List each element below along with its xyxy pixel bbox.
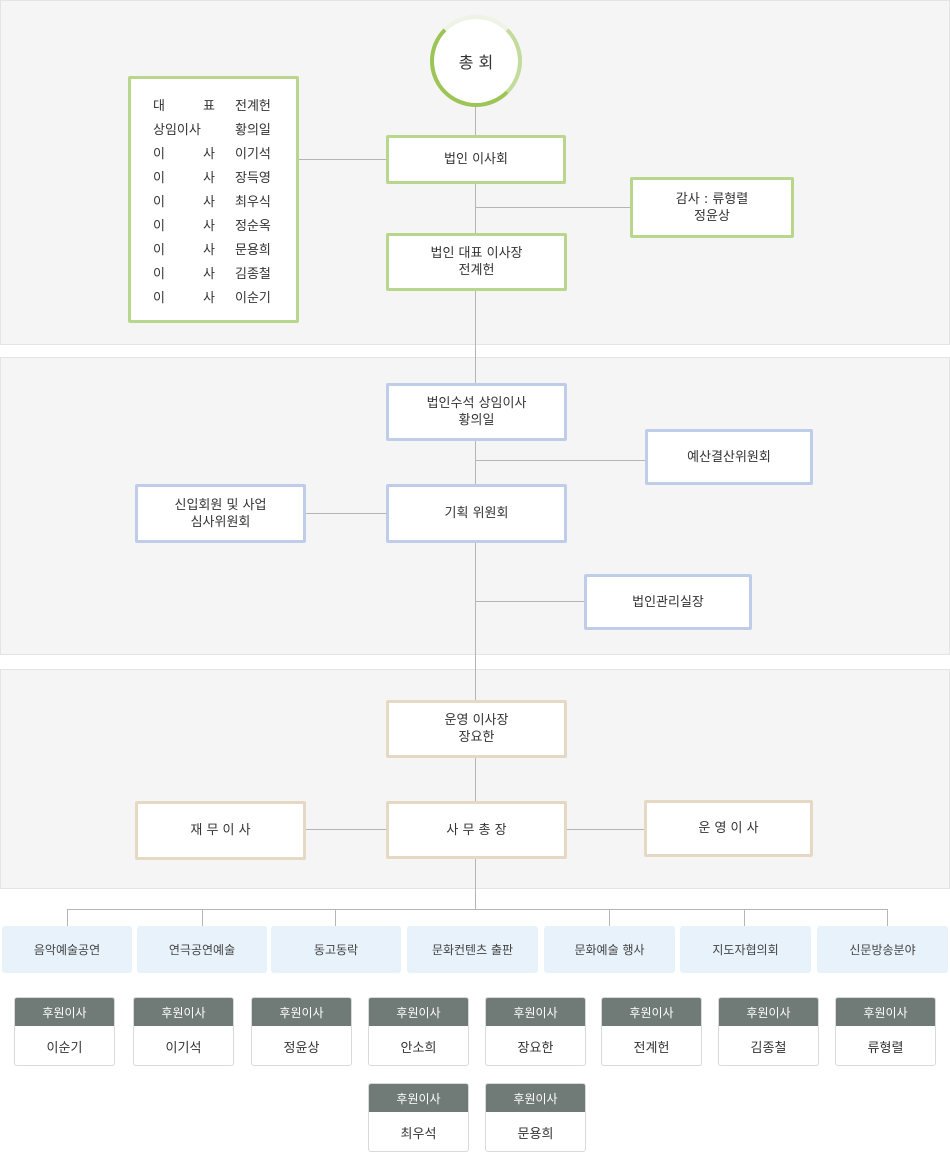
sponsor-card: 후원이사 정윤상 <box>251 997 352 1066</box>
connector-finance <box>305 829 387 830</box>
department-item: 지도자협의회 <box>680 926 811 973</box>
department-item: 문화예술 행사 <box>544 926 675 973</box>
board-member-name: 이기석 <box>235 147 271 162</box>
sponsor-name: 류형렬 <box>867 1040 904 1056</box>
sponsor-name: 김종철 <box>750 1040 787 1056</box>
board-member-name: 장득영 <box>235 171 271 186</box>
sponsor-card: 후원이사 이기석 <box>133 997 234 1066</box>
sponsor-card: 후원이사 안소희 <box>368 997 469 1066</box>
sponsor-name: 문용희 <box>517 1126 554 1142</box>
sponsor-card-header: 후원이사 <box>252 998 351 1026</box>
connector-dept-7 <box>887 909 888 927</box>
operating-director-node: 운 영 이 사 <box>644 800 813 857</box>
planning-committee-node: 기획 위원회 <box>386 484 567 543</box>
sponsor-card-header: 후원이사 <box>486 1084 585 1112</box>
sponsor-card: 후원이사 장요한 <box>485 997 586 1066</box>
board-member-name: 김종철 <box>235 267 271 282</box>
sponsor-name: 최우석 <box>400 1126 437 1142</box>
sponsor-name: 전계헌 <box>633 1040 670 1056</box>
finance-director-node: 재 무 이 사 <box>135 801 306 860</box>
budget-committee-node: 예산결산위원회 <box>645 429 813 485</box>
board-member-role: 상임이사 <box>153 123 201 138</box>
secretary-general-node: 사 무 총 장 <box>386 801 567 859</box>
connector-management <box>476 601 585 602</box>
sponsor-card: 후원이사 문용희 <box>485 1083 586 1152</box>
sponsor-name: 이기석 <box>165 1040 202 1056</box>
auditor-node: 감사 : 류형렬 정윤상 <box>630 177 794 238</box>
sponsor-card: 후원이사 김종철 <box>718 997 819 1066</box>
board-member-name: 전계헌 <box>235 99 271 114</box>
connector-dept-1 <box>67 909 68 927</box>
connector-dept-5 <box>609 909 610 927</box>
board-member-name: 최우식 <box>235 195 271 210</box>
department-item: 동고동락 <box>271 926 401 973</box>
sponsor-card-header: 후원이사 <box>836 998 935 1026</box>
chairman-node: 법인 대표 이사장 전계헌 <box>386 233 567 291</box>
sponsor-card-header: 후원이사 <box>369 1084 468 1112</box>
department-item: 연극공연예술 <box>137 926 267 973</box>
department-item: 문화컨텐츠 출판 <box>407 926 538 973</box>
sponsor-card-header: 후원이사 <box>486 998 585 1026</box>
board-member-name: 정순옥 <box>235 219 271 234</box>
general-assembly-label: 총 회 <box>458 53 494 72</box>
connector-auditor <box>476 207 631 208</box>
department-item: 신문방송분야 <box>817 926 948 973</box>
senior-director-node: 법인수석 상임이사 황의일 <box>386 383 567 441</box>
general-assembly-node: 총 회 <box>430 15 522 107</box>
board-member-name: 황의일 <box>235 123 271 138</box>
sponsor-card-header: 후원이사 <box>602 998 701 1026</box>
review-committee-node: 신입회원 및 사업 심사위원회 <box>135 484 306 543</box>
board-of-directors-node: 법인 이사회 <box>386 135 566 184</box>
sponsor-card-header: 후원이사 <box>15 998 114 1026</box>
connector-dept-2 <box>202 909 203 927</box>
department-item: 음악예술공연 <box>2 926 132 973</box>
board-member-row: 상임이사 황의일 <box>153 119 303 143</box>
management-office-node: 법인관리실장 <box>584 574 752 630</box>
connector-operating <box>566 829 645 830</box>
sponsor-name: 이순기 <box>46 1040 83 1056</box>
sponsor-card: 후원이사 류형렬 <box>835 997 936 1066</box>
sponsor-card-header: 후원이사 <box>369 998 468 1026</box>
board-member-name: 문용희 <box>235 243 271 258</box>
connector-departments-horizontal <box>67 909 888 910</box>
sponsor-card-header: 후원이사 <box>134 998 233 1026</box>
sponsor-card: 후원이사 전계헌 <box>601 997 702 1066</box>
sponsor-card: 후원이사 최우석 <box>368 1083 469 1152</box>
sponsor-name: 안소희 <box>400 1040 437 1056</box>
sponsor-card: 후원이사 이순기 <box>14 997 115 1066</box>
connector-review <box>305 513 387 514</box>
sponsor-name: 정윤상 <box>283 1040 320 1056</box>
connector-budget <box>476 460 646 461</box>
board-member-name: 이순기 <box>235 291 271 306</box>
connector-dept-6 <box>744 909 745 927</box>
sponsor-card-header: 후원이사 <box>719 998 818 1026</box>
operating-chairman-node: 운영 이사장 장요한 <box>386 700 567 758</box>
connector-board-members <box>298 159 386 160</box>
sponsor-name: 장요한 <box>517 1040 554 1056</box>
connector-dept-3 <box>335 909 336 927</box>
